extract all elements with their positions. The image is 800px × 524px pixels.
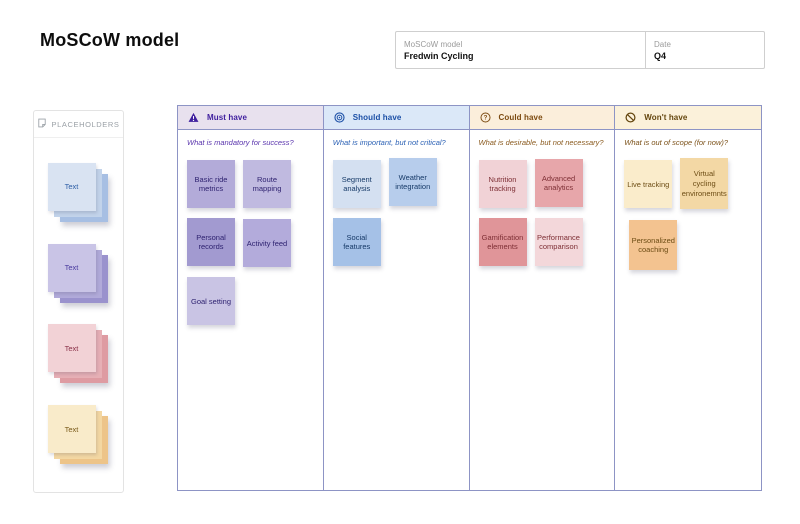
column-header-must-have: Must have	[178, 106, 323, 130]
sticky-note-label: Segment analysis	[341, 174, 372, 194]
stack-layer-front: Text	[47, 162, 96, 211]
sticky-note[interactable]: Personalized coaching	[629, 220, 678, 271]
sticky-note[interactable]: Gamification elements	[478, 218, 527, 267]
notes-area-wont-have: Live tracking Virtual cycling environemnt…	[615, 147, 761, 271]
sticky-note-label: Live tracking	[627, 179, 670, 189]
column-question: What is important, but not critical?	[332, 138, 446, 147]
page-title: MoSCoW model	[40, 30, 180, 50]
stack-layer-front: Text	[47, 243, 96, 292]
sticky-note-label: Nutrition tracking	[488, 174, 517, 194]
column-question: What is out of scope (for now)?	[624, 138, 729, 147]
sticky-note[interactable]: Segment analysis	[332, 160, 381, 209]
column-title: Won't have	[644, 113, 688, 122]
sticky-note-label: Social features	[343, 232, 371, 252]
sticky-note[interactable]: Nutrition tracking	[478, 160, 527, 209]
stack-layer-front: Text	[47, 324, 96, 373]
form-field-date-label: Date	[654, 39, 671, 49]
no-entry-icon	[625, 112, 636, 123]
sticky-note-label: Weather integration	[395, 172, 431, 192]
column-header-wont-have: Won't have	[615, 106, 761, 130]
placeholder-stack[interactable]: Text	[47, 243, 110, 306]
column-header-could-have: ? Could have	[469, 106, 615, 130]
sticky-note[interactable]: Weather integration	[388, 158, 437, 207]
sticky-note-label: Gamification elements	[481, 232, 524, 252]
sticky-note-label: Basic ride metrics	[194, 174, 228, 194]
placeholder-label: Text	[64, 182, 79, 192]
form-field-date[interactable]: Date Q4	[646, 32, 764, 68]
sticky-note[interactable]: Performance comparison	[534, 218, 583, 267]
placeholder-label: Text	[64, 263, 79, 273]
question-icon: ?	[479, 112, 491, 123]
form-field-name-label: MoSCoW model	[404, 39, 463, 49]
column-title: Must have	[207, 113, 248, 122]
form-field-name-value[interactable]: Fredwin Cycling	[404, 50, 474, 61]
sticky-note[interactable]: Activity feed	[243, 219, 291, 268]
sticky-note-label: Personalized coaching	[631, 235, 675, 255]
sticky-note-label: Advanced analytics	[541, 173, 576, 193]
placeholder-label: Text	[64, 424, 79, 434]
sticky-note[interactable]: Live tracking	[624, 160, 673, 209]
sticky-note-label: Personal records	[196, 232, 226, 252]
form-field-name[interactable]: MoSCoW model Fredwin Cycling	[396, 32, 646, 68]
form-field-date-value[interactable]: Q4	[654, 50, 667, 61]
sticky-note[interactable]: Virtual cycling environemnts	[680, 158, 729, 210]
sticky-note[interactable]: Advanced analytics	[534, 159, 583, 208]
column-title: Should have	[352, 113, 402, 122]
warning-icon	[188, 112, 199, 123]
column-question: What is desirable, but not necessary?	[478, 138, 604, 147]
placeholders-header: PLACEHOLDERS	[34, 111, 123, 138]
sticky-note[interactable]: Basic ride metrics	[187, 160, 235, 209]
placeholder-stack[interactable]: Text	[47, 162, 110, 225]
sticky-note-label: Route mapping	[252, 174, 282, 194]
placeholders-title: PLACEHOLDERS	[51, 119, 120, 129]
sticky-note[interactable]: Goal setting	[187, 277, 235, 326]
column-header-should-have: Should have	[323, 106, 469, 130]
sticky-note-label: Virtual cycling environemnts	[681, 169, 727, 198]
sticky-note-icon	[37, 115, 47, 133]
sticky-note-label: Goal setting	[190, 296, 232, 306]
title-block: MoSCoW model Fredwin Cycling Date Q4	[395, 31, 765, 69]
sticky-note-label: Activity feed	[246, 238, 288, 248]
target-icon	[334, 112, 345, 123]
sticky-note[interactable]: Route mapping	[243, 160, 291, 209]
column-question: What is mandatory for success?	[187, 138, 294, 147]
svg-text:?: ?	[483, 115, 487, 122]
placeholder-stack[interactable]: Text	[47, 405, 110, 467]
column-title: Could have	[498, 113, 543, 122]
sticky-note[interactable]: Personal records	[187, 218, 235, 267]
sticky-note-label: Performance comparison	[537, 232, 580, 252]
stack-layer-front: Text	[47, 405, 96, 454]
placeholder-stack[interactable]: Text	[47, 324, 110, 386]
placeholder-label: Text	[64, 343, 79, 353]
sticky-note[interactable]: Social features	[332, 218, 381, 267]
